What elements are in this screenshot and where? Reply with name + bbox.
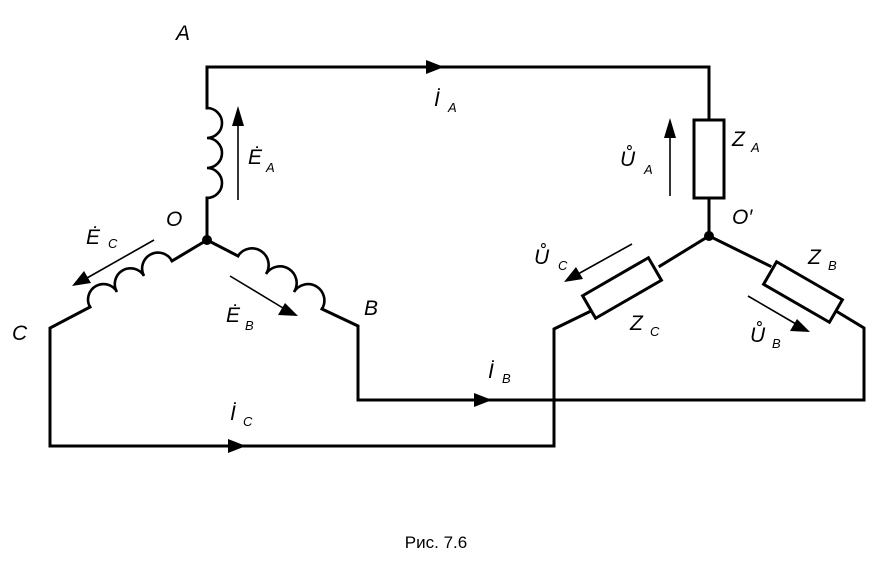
emf-arrow-a xyxy=(232,106,244,200)
impedance-zb-resistor xyxy=(761,259,845,325)
coil-source-b xyxy=(236,247,326,310)
wire-line-b xyxy=(320,307,866,402)
current-label-ia-sub: A xyxy=(447,100,457,115)
emf-label-ea: Ė xyxy=(248,146,263,169)
voltage-arrow-b xyxy=(747,295,810,332)
wire-line-a xyxy=(205,65,711,122)
voltage-label-ua: Ů xyxy=(620,146,636,171)
voltage-label-ub-sub: B xyxy=(772,336,781,351)
voltage-arrow-a xyxy=(664,118,676,196)
current-label-ic-sub: C xyxy=(243,414,253,429)
impedance-label-za-sub: A xyxy=(750,140,760,155)
node-label-b: B xyxy=(364,297,378,320)
voltage-arrow-c xyxy=(564,243,633,282)
neutral-node-o xyxy=(202,235,212,245)
current-label-ib: İ xyxy=(488,360,495,383)
node-label-c: C xyxy=(12,322,28,345)
emf-label-ec-sub: C xyxy=(108,236,118,251)
impedance-label-zc: Z xyxy=(629,312,644,335)
impedance-label-za: Z xyxy=(731,128,746,151)
wire-o-to-coil-b xyxy=(204,237,241,259)
voltage-label-ub: Ů xyxy=(750,322,766,347)
coil-source-c xyxy=(86,251,174,308)
emf-label-ea-sub: A xyxy=(265,160,275,175)
current-arrow-b xyxy=(474,393,492,407)
current-label-ia: İ xyxy=(434,88,441,111)
wires xyxy=(48,65,866,448)
figure-caption: Рис. 7.6 xyxy=(405,533,467,552)
wire-o-prime-to-zc xyxy=(657,233,712,269)
impedance-label-zb: Z xyxy=(807,246,822,269)
current-arrow-c xyxy=(228,439,246,453)
wire-o-prime-to-zb xyxy=(706,233,773,269)
impedance-za-resistor xyxy=(692,118,726,200)
impedance-label-zc-sub: C xyxy=(650,324,660,339)
node-label-a: A xyxy=(174,22,190,45)
wire-line-c xyxy=(48,304,596,448)
current-label-ic: İ xyxy=(230,402,237,425)
emf-label-eb: Ė xyxy=(226,304,241,327)
impedance-zc-resistor xyxy=(580,255,664,321)
coil-source-a xyxy=(206,106,224,200)
voltage-label-uc: Ů xyxy=(534,244,550,269)
emf-arrow-c xyxy=(72,239,155,286)
emf-label-eb-sub: B xyxy=(245,318,254,333)
current-label-ib-sub: B xyxy=(502,371,511,386)
voltage-label-ua-sub: A xyxy=(643,162,653,177)
voltage-label-uc-sub: C xyxy=(558,258,568,273)
impedance-label-zb-sub: B xyxy=(828,258,837,273)
node-label-o-prime: O′ xyxy=(732,206,753,229)
neutral-node-o-prime xyxy=(704,231,714,241)
emf-label-ec: Ė xyxy=(86,226,101,249)
current-arrow-a xyxy=(426,60,444,74)
node-label-o: O xyxy=(166,208,182,231)
wire-o-to-coil-c xyxy=(169,237,210,264)
emf-arrow-b xyxy=(229,275,298,316)
